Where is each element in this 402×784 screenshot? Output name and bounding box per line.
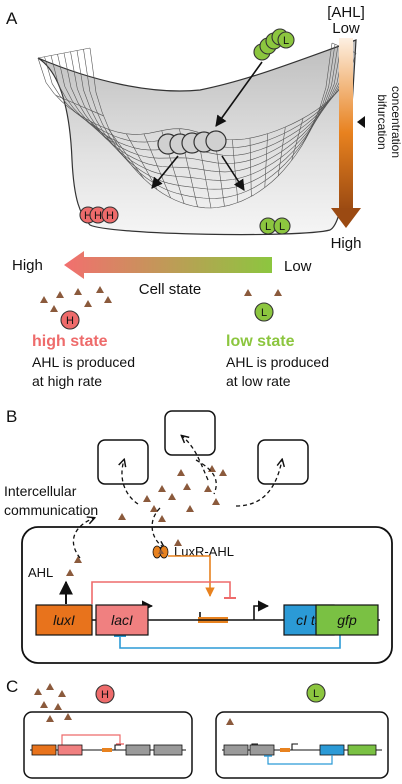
low-state-desc-line2: at low rate [226,373,291,389]
low-state-title: low state [226,333,295,350]
low-cell-letter: L [265,221,271,233]
cell-state-low: Low [284,258,312,275]
cell-state-title: Cell state [139,281,202,298]
c-high-cell [23,711,193,779]
intercellular-line1: Intercellular [4,483,77,499]
ahl-molecule-c-low [226,718,234,725]
neighbor-cell-left [97,439,149,485]
panel-a-label: A [6,9,18,28]
c-high-icon [95,684,115,704]
high-state-block: H high state AHL is produced at high rat… [32,286,135,389]
c-high-icon-letter: H [101,689,109,701]
c-low-icon [306,683,326,703]
c-low-cell [215,711,389,779]
high-cell-letter: H [106,210,114,222]
c-low-circuit [222,743,382,765]
ahl-concentration-axis: [AHL] Low High bifurcation concentration [327,4,402,252]
panel-b: B Intercellular communication [4,407,393,664]
ahl-gradient-bar [339,38,353,210]
gene-lacI-label: lacI [111,612,133,628]
panel-b-label: B [6,407,17,426]
cell-state-arrow [64,251,272,279]
communication-arrows [72,436,282,559]
landscape-low-cells-top: L [253,28,295,61]
neighbor-cell-right [257,439,309,485]
ahl-gradient-arrowhead [331,208,361,228]
low-state-block: L low state AHL is produced at low rate [226,289,329,389]
genes: luxI lacI cI ts gfp [35,604,379,636]
ahl-axis-high: High [331,235,362,252]
c-low-icon-letter: L [313,688,319,700]
panel-c: C H L [6,677,389,779]
ahl-molecules-c-high [34,683,72,722]
low-cell-letter: L [283,35,289,47]
bifurcation-label-line1: bifurcation [375,94,389,149]
ahl-label: AHL [28,565,53,580]
ahl-molecules-high [40,286,112,312]
low-cell-letter: L [279,221,285,233]
low-state-cell-icon [254,302,274,322]
gene-gfp-label: gfp [337,612,357,628]
cell-state-high: High [12,257,43,274]
ahl-molecules-b [66,465,227,576]
gene-lacI [95,604,149,636]
landscape-high-cells: H H H [79,206,119,224]
panel-c-label: C [6,677,18,696]
c-high-circuit [30,734,186,756]
cell-state-axis: High Low Cell state [12,251,312,298]
ahl-axis-low: Low [332,20,360,37]
gene-gfp [315,604,379,636]
ahl-axis-title: [AHL] [327,4,365,21]
high-state-desc-line2: at high rate [32,373,102,389]
grey-cells [157,130,227,155]
regulation-lines [91,555,341,649]
high-state-cell-icon [60,310,80,330]
landscape-arrows [151,61,263,191]
low-state-desc-line1: AHL is produced [226,354,329,370]
main-cell [21,526,393,664]
luxr-ahl-complex [152,545,169,559]
intercellular-line2: communication [4,502,98,518]
ahl-molecules-low [244,289,282,296]
high-state-desc-line1: AHL is produced [32,354,135,370]
high-cell-letter: H [94,210,102,222]
landscape-low-cells-bottom: L L [259,217,291,235]
high-state-icon-letter: H [66,315,74,327]
high-cell-letter: H [84,210,92,222]
high-state-title: high state [32,333,108,350]
bifurcation-marker [357,116,365,128]
panel-a: A L H H H [6,4,402,389]
neighbor-cell-middle [164,410,216,456]
gene-luxI [35,604,93,636]
bifurcation-label-line2: concentration [389,86,402,158]
gene-luxI-label: luxI [53,612,75,628]
low-state-icon-letter: L [261,307,267,319]
